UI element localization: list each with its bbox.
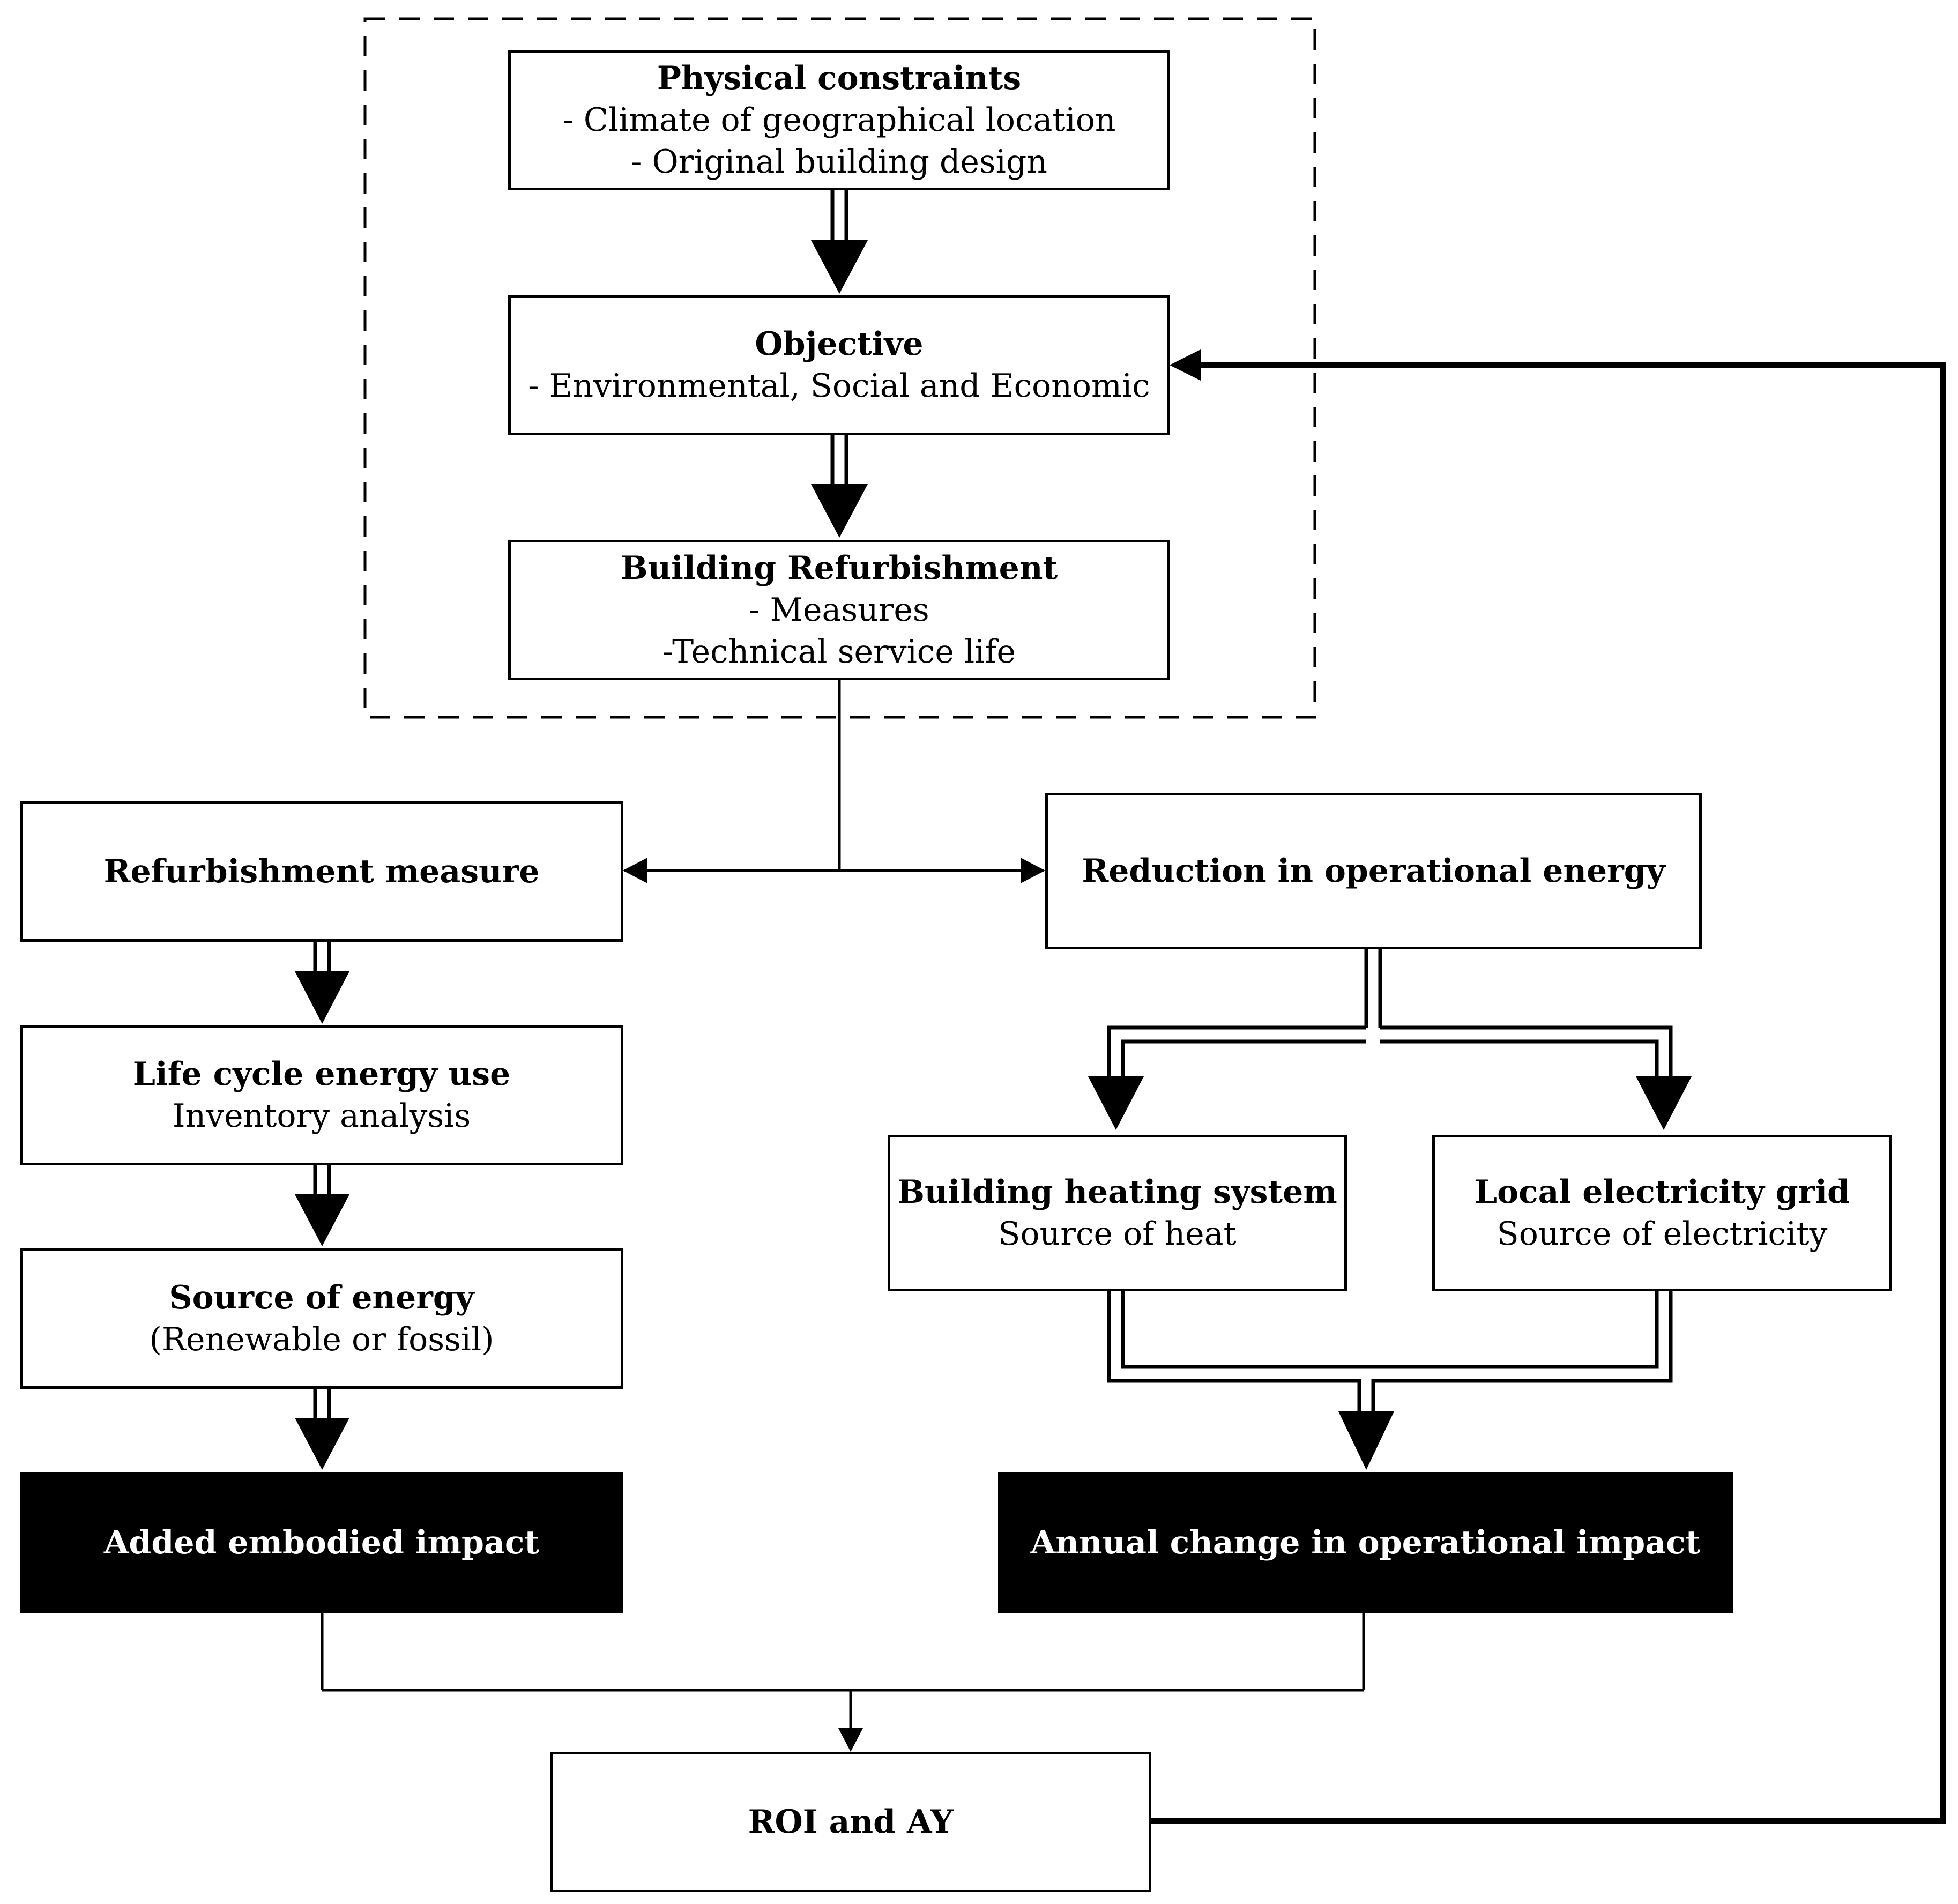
building-heating-system-line: Source of heat: [998, 1215, 1237, 1253]
double-arrow-source-to-embodied: [295, 1377, 349, 1470]
double-arrow-heating-and-grid-to-annual: [1107, 1280, 1673, 1470]
reduction-operational-energy-title: Reduction in operational energy: [1082, 852, 1665, 890]
feedback-loop-roi-to-objective: [1150, 349, 1946, 1824]
local-electricity-grid-line: Source of electricity: [1497, 1215, 1828, 1253]
objective-line: - Environmental, Social and Economic: [528, 367, 1150, 405]
building-refurbishment-title: Building Refurbishment: [620, 549, 1058, 587]
source-of-energy-line: (Renewable or fossil): [149, 1321, 494, 1358]
annual-change-operational-impact-box: Annual change in operational impact: [998, 1472, 1733, 1613]
refurbishment-measure-box: Refurbishment measure: [20, 801, 623, 942]
roi-and-ay-title: ROI and AY: [748, 1803, 954, 1841]
double-arrow-lifecycle-to-source: [295, 1152, 349, 1246]
building-heating-system-box: Building heating system Source of heat: [888, 1135, 1347, 1291]
refurbishment-measure-title: Refurbishment measure: [103, 853, 540, 890]
life-cycle-energy-box: Life cycle energy use Inventory analysis: [20, 1025, 623, 1165]
reduction-operational-energy-box: Reduction in operational energy: [1045, 793, 1702, 949]
physical-constraints-title: Physical constraints: [657, 59, 1022, 97]
annual-change-operational-impact-title: Annual change in operational impact: [1030, 1524, 1701, 1561]
double-arrow-measure-to-lifecycle: [295, 927, 349, 1024]
physical-constraints-line: - Climate of geographical location: [562, 101, 1116, 139]
source-of-energy-box: Source of energy (Renewable or fossil): [20, 1248, 623, 1389]
building-refurbishment-box: Building Refurbishment - Measures -Techn…: [508, 540, 1170, 680]
merge-connector-to-roi: [321, 1610, 1365, 1752]
life-cycle-energy-line: Inventory analysis: [172, 1097, 471, 1135]
added-embodied-impact-box: Added embodied impact: [20, 1472, 623, 1613]
split-connector: [623, 680, 1045, 883]
source-of-energy-title: Source of energy: [169, 1279, 474, 1317]
building-refurbishment-line: -Technical service life: [662, 633, 1016, 671]
building-refurbishment-line: - Measures: [749, 591, 929, 629]
physical-constraints-box: Physical constraints - Climate of geogra…: [508, 50, 1170, 190]
physical-constraints-line: - Original building design: [631, 143, 1047, 181]
added-embodied-impact-title: Added embodied impact: [103, 1524, 540, 1561]
double-arrow-reduction-to-heating-and-grid: [1088, 938, 1692, 1130]
objective-title: Objective: [755, 325, 924, 363]
objective-box: Objective - Environmental, Social and Ec…: [508, 295, 1170, 435]
local-electricity-grid-title: Local electricity grid: [1474, 1173, 1850, 1211]
double-arrow-objective-to-refurbishment: [811, 423, 868, 538]
life-cycle-energy-title: Life cycle energy use: [132, 1055, 511, 1093]
local-electricity-grid-box: Local electricity grid Source of electri…: [1432, 1135, 1892, 1291]
building-heating-system-title: Building heating system: [897, 1173, 1337, 1211]
double-arrow-physical-to-objective: [811, 177, 868, 294]
roi-and-ay-box: ROI and AY: [550, 1752, 1151, 1892]
